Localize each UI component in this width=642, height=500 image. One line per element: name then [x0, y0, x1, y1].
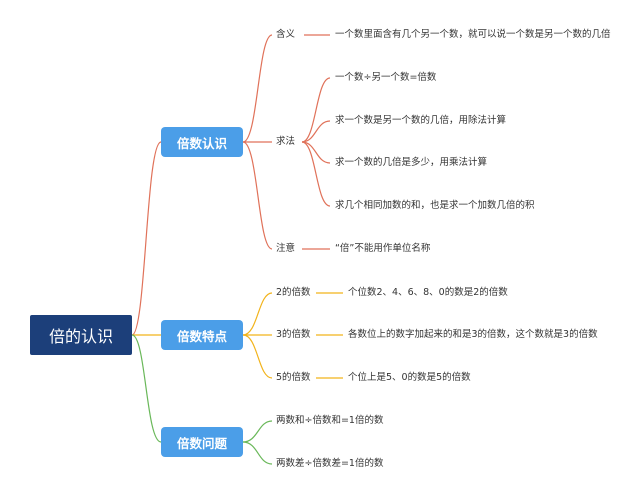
leaf-method-division[interactable]: 求一个数是另一个数的几倍，用除法计算	[335, 115, 507, 126]
edge-root-b0	[131, 141, 162, 336]
leaf-method-multiplication[interactable]: 求一个数的几倍是多少，用乘法计算	[335, 157, 488, 168]
branch-node-multiple-features[interactable]: 倍数特点	[161, 320, 243, 350]
subnode-method[interactable]: 求法	[276, 136, 296, 147]
edge-b1-c2	[242, 334, 273, 379]
branch-node-multiple-concept[interactable]: 倍数认识	[161, 127, 243, 157]
leaf-multiple-of-5[interactable]: 个位上是5、0的数是5的倍数	[348, 372, 471, 383]
edge-b2-c1	[242, 441, 273, 465]
leaf-multiple-of-2[interactable]: 个位数2、4、6、8、0的数是2的倍数	[348, 287, 508, 298]
subnode-multiple-of-3[interactable]: 3的倍数	[276, 329, 311, 340]
edge-b0-c1-l0	[301, 77, 331, 143]
edge-b0-c1-l3	[301, 141, 331, 207]
leaf-method-addition[interactable]: 求几个相同加数的和，也是求一个加数几倍的积	[335, 200, 535, 211]
leaf-note[interactable]: “倍”不能用作单位名称	[335, 243, 431, 254]
leaf-multiple-of-3[interactable]: 各数位上的数字加起来的和是3的倍数，这个数就是3的倍数	[348, 329, 598, 340]
subnode-sum-formula[interactable]: 两数和÷倍数和=1倍的数	[276, 415, 384, 426]
subnode-multiple-of-2[interactable]: 2的倍数	[276, 287, 311, 298]
leaf-method-formula[interactable]: 一个数÷另一个数=倍数	[335, 72, 437, 83]
edge-b2-c0	[242, 420, 273, 443]
edge-b1-c0	[242, 292, 273, 336]
edge-b0-c1-l1	[301, 120, 331, 143]
edge-b0-c2	[242, 141, 273, 250]
subnode-meaning[interactable]: 含义	[276, 29, 296, 40]
edge-b0-c0	[242, 34, 273, 143]
subnode-note[interactable]: 注意	[276, 243, 296, 254]
edge-root-b2	[131, 334, 162, 443]
leaf-meaning[interactable]: 一个数里面含有几个另一个数，就可以说一个数是另一个数的几倍	[335, 29, 611, 40]
root-node[interactable]: 倍的认识	[30, 315, 132, 355]
branch-node-multiple-problems[interactable]: 倍数问题	[161, 427, 243, 457]
subnode-difference-formula[interactable]: 两数差÷倍数差=1倍的数	[276, 458, 384, 469]
subnode-multiple-of-5[interactable]: 5的倍数	[276, 372, 311, 383]
